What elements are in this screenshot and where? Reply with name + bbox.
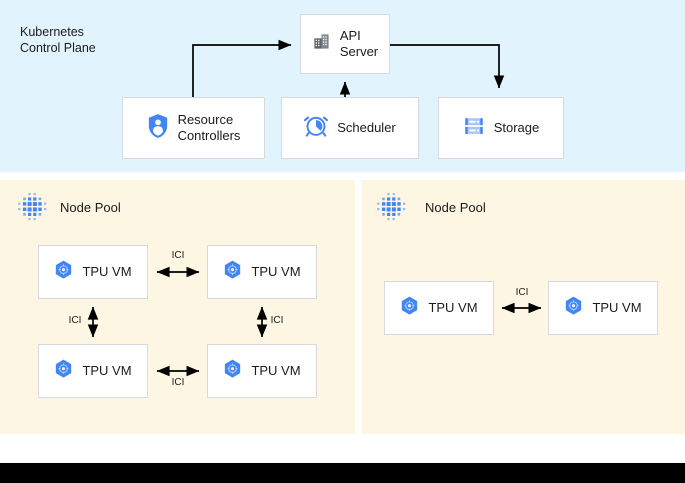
bottom-bar (0, 463, 685, 483)
control-plane-title: Kubernetes Control Plane (20, 25, 96, 55)
tpu-vm-box[interactable]: TPU VM (384, 281, 494, 335)
tpu-vm-label: TPU VM (592, 300, 642, 315)
tpu-hexagon-icon (223, 359, 242, 384)
tpu-vm-label: TPU VM (428, 300, 478, 315)
server-rack-icon (463, 115, 485, 142)
storage-box[interactable]: Storage (438, 97, 564, 159)
tpu-vm-label: TPU VM (82, 363, 132, 378)
tpu-vm-box[interactable]: TPU VM (548, 281, 658, 335)
api-server-box[interactable]: API Server (300, 14, 390, 74)
node-pool-left-title: Node Pool (60, 200, 121, 215)
tpu-vm-label: TPU VM (251, 264, 301, 279)
scheduler-box[interactable]: Scheduler (281, 97, 419, 159)
tpu-vm-label: TPU VM (251, 363, 301, 378)
tpu-hexagon-icon (400, 296, 419, 321)
tpu-vm-box[interactable]: TPU VM (38, 245, 148, 299)
tpu-hexagon-icon (54, 260, 73, 285)
node-pool-right-title: Node Pool (425, 200, 486, 215)
node-pool-dots-icon (372, 192, 410, 231)
ici-label: ICI (171, 250, 185, 261)
ici-label: ICI (270, 315, 284, 326)
tpu-hexagon-icon (223, 260, 242, 285)
node-pool-dots-icon (13, 192, 51, 231)
tpu-vm-box[interactable]: TPU VM (38, 344, 148, 398)
tpu-hexagon-icon (54, 359, 73, 384)
storage-label: Storage (493, 120, 540, 135)
ici-label: ICI (171, 377, 185, 388)
shield-person-icon (147, 113, 169, 144)
building-icon (312, 32, 331, 56)
tpu-vm-box[interactable]: TPU VM (207, 344, 317, 398)
api-server-label: API Server (339, 28, 379, 59)
scheduler-label: Scheduler (337, 120, 396, 135)
ici-label: ICI (515, 287, 529, 298)
alarm-clock-icon (304, 114, 329, 143)
tpu-hexagon-icon (564, 296, 583, 321)
resource-controllers-label: Resource Controllers (177, 112, 241, 143)
resource-controllers-box[interactable]: Resource Controllers (122, 97, 265, 159)
tpu-vm-box[interactable]: TPU VM (207, 245, 317, 299)
ici-label: ICI (68, 315, 82, 326)
tpu-vm-label: TPU VM (82, 264, 132, 279)
